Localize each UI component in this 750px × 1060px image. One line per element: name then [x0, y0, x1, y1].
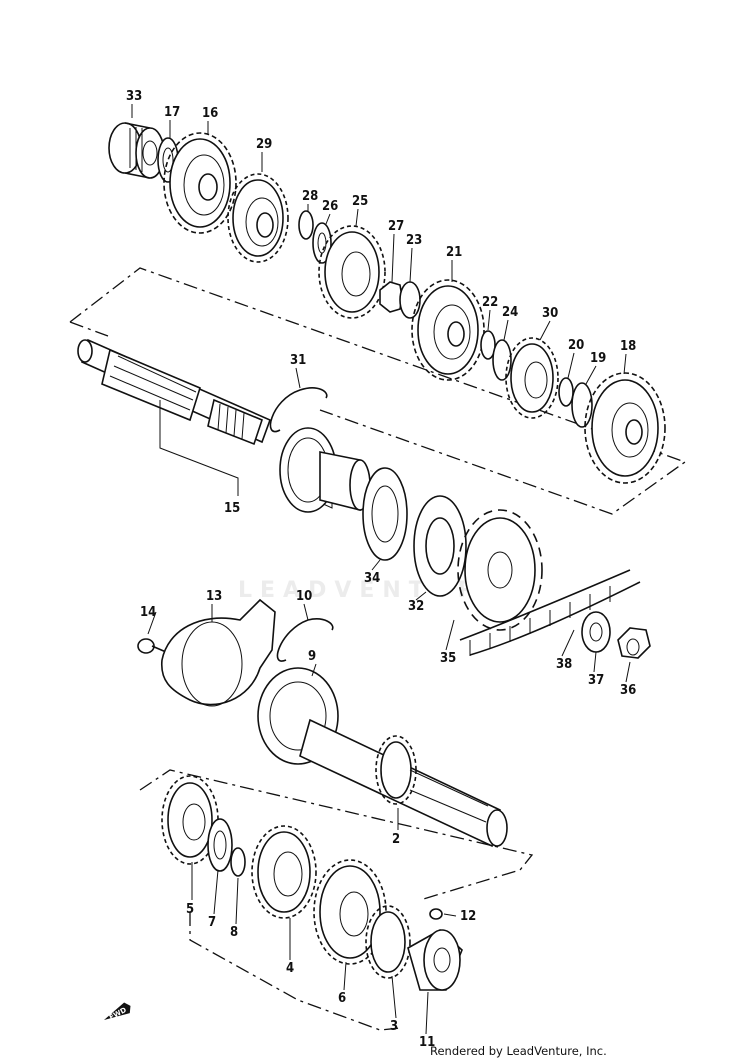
pin-12	[429, 908, 443, 920]
gear-16	[163, 132, 237, 234]
spacer-28	[298, 210, 314, 240]
gear-30	[505, 337, 559, 419]
bolt-14	[137, 638, 167, 654]
chain-38	[459, 569, 641, 656]
washer-26	[312, 222, 332, 264]
callout-15: 15	[224, 501, 240, 516]
callout-22: 22	[482, 295, 498, 310]
callout-3: 3	[390, 1019, 398, 1034]
nut-36	[617, 627, 651, 659]
callout-25: 25	[352, 194, 368, 209]
callout-7: 7	[208, 915, 216, 930]
circlip-20	[558, 377, 574, 407]
drive-sprocket-chain	[457, 509, 651, 659]
gear-21	[411, 279, 485, 381]
callout-38: 38	[556, 657, 572, 672]
callout-37: 37	[588, 673, 604, 688]
circlip-22	[480, 330, 496, 360]
callout-14: 14	[140, 605, 156, 620]
bracket-15	[159, 400, 239, 496]
callout-27: 27	[388, 219, 404, 234]
callout-34: 34	[364, 571, 380, 586]
sprocket-35	[457, 509, 543, 631]
boundary-upper	[69, 267, 687, 515]
callout-12: 12	[460, 909, 476, 924]
callout-24: 24	[502, 305, 518, 320]
bearing-retainer-13	[161, 598, 276, 706]
circlip-23	[399, 281, 421, 319]
callout-30: 30	[542, 306, 558, 321]
gear-18	[584, 372, 666, 484]
svg-text:FWD: FWD	[108, 1006, 128, 1022]
callout-35: 35	[440, 651, 456, 666]
callout-33: 33	[126, 89, 142, 104]
lock-washer-37	[581, 611, 611, 653]
gear-25	[318, 225, 386, 319]
callout-5: 5	[186, 902, 194, 917]
callout-28: 28	[302, 189, 318, 204]
lower-shaft-assembly	[137, 598, 534, 1031]
callout-2: 2	[392, 832, 400, 847]
callout-26: 26	[322, 199, 338, 214]
callout-6: 6	[338, 991, 346, 1006]
countershaft-15	[77, 338, 272, 446]
lock-washer-27	[379, 281, 403, 313]
circlip-8	[230, 847, 246, 877]
callout-labels: 33 17 16 29 28 26 25 27 23 21 22 24 30 2…	[126, 89, 636, 1050]
boundary-lower	[139, 769, 534, 901]
bearing-15	[279, 427, 371, 513]
callout-20: 20	[568, 338, 584, 353]
oil-seal-34	[362, 467, 408, 561]
washer-19	[571, 382, 593, 428]
callout-29: 29	[256, 137, 272, 152]
callout-4: 4	[286, 961, 294, 976]
callout-36: 36	[620, 683, 636, 698]
gear-4	[251, 825, 317, 919]
callout-9: 9	[308, 649, 316, 664]
upper-shaft-assembly	[69, 122, 687, 597]
callout-19: 19	[590, 351, 606, 366]
callout-11: 11	[419, 1035, 435, 1050]
callout-21: 21	[446, 245, 462, 260]
washer-7	[207, 818, 233, 872]
callout-13: 13	[206, 589, 222, 604]
forward-direction-badge: FWD	[104, 1002, 131, 1022]
callout-17: 17	[164, 105, 180, 120]
footer-credit: Rendered by LeadVenture, Inc.	[430, 1044, 607, 1058]
bearing-11	[407, 929, 463, 991]
callout-16: 16	[202, 106, 218, 121]
callout-10: 10	[296, 589, 312, 604]
gear-29	[227, 173, 289, 263]
circlip-10	[276, 618, 334, 662]
needle-bearing-33	[108, 122, 165, 179]
callout-32: 32	[408, 599, 424, 614]
callout-31: 31	[290, 353, 306, 368]
circlip-31	[269, 387, 328, 433]
callout-8: 8	[230, 925, 238, 940]
main-shaft-2	[299, 718, 508, 848]
callout-18: 18	[620, 339, 636, 354]
gear-3	[365, 905, 411, 979]
callout-23: 23	[406, 233, 422, 248]
